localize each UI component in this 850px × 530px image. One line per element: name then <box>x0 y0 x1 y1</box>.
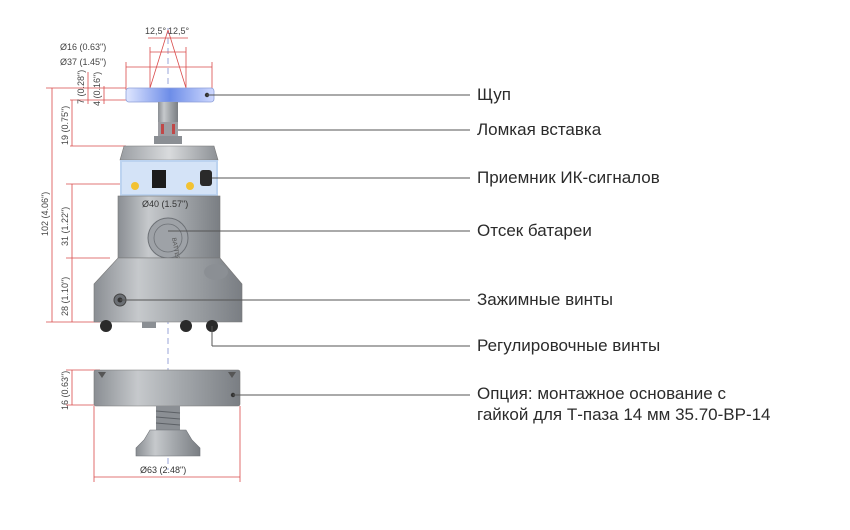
thread-lines <box>155 410 181 426</box>
callout-adjust-screws: Регулировочные винты <box>477 336 661 355</box>
angle-right-label: 12,5° <box>168 26 190 36</box>
base-notch <box>228 372 236 378</box>
dim-h7: 7 (0.28") <box>76 70 86 104</box>
dim-d16: Ø16 (0.63") <box>60 42 106 52</box>
callout-option-line2: гайкой для Т-паза 14 мм 35.70-BP-14 <box>477 405 771 424</box>
callout-option-line1: Опция: монтажное основание с <box>477 384 726 403</box>
mount-base <box>93 369 241 407</box>
dim-d37: Ø37 (1.45") <box>60 57 106 67</box>
break-insert-mark <box>161 124 164 134</box>
ir-receiver-bump <box>200 170 212 186</box>
callout-ir-receiver: Приемник ИК-сигналов <box>477 168 660 187</box>
side-hole <box>204 264 228 280</box>
dim-d63: Ø63 (2.48") <box>140 465 186 475</box>
callout-clamp-screws: Зажимные винты <box>477 290 613 309</box>
angle-lines <box>148 29 188 89</box>
bottom-dim-lines <box>93 406 241 482</box>
callout-break-insert: Ломкая вставка <box>477 120 602 139</box>
dim-h31: 31 (1.22") <box>60 207 70 246</box>
upper-cap <box>119 145 219 161</box>
battery-cap-engraving: BATTERY <box>170 237 181 265</box>
break-insert-mark <box>172 124 175 134</box>
stylus-stem <box>158 102 178 122</box>
adjust-screw <box>100 320 112 332</box>
ir-sensor <box>152 170 166 188</box>
dim-h19: 19 (0.75") <box>60 106 70 145</box>
leader-lines <box>120 94 470 396</box>
left-dim-lines <box>46 72 126 406</box>
top-dim-lines <box>125 47 213 90</box>
ir-led <box>186 182 194 190</box>
callout-probe: Щуп <box>477 85 512 104</box>
t-nut <box>135 429 201 457</box>
stylus-disc <box>125 87 215 103</box>
angle-left-label: 12,5° <box>145 26 167 36</box>
base-notch <box>98 372 106 378</box>
dim-h28: 28 (1.10") <box>60 277 70 316</box>
dim-d40: Ø40 (1.57") <box>142 199 188 209</box>
dim-h4: 4 (0.16") <box>92 72 102 106</box>
callout-battery: Отсек батареи <box>477 221 592 240</box>
adjust-screw <box>180 320 192 332</box>
dim-h16: 16 (0.63") <box>60 371 70 410</box>
ir-led <box>131 182 139 190</box>
dim-h102: 102 (4.06") <box>40 192 50 236</box>
